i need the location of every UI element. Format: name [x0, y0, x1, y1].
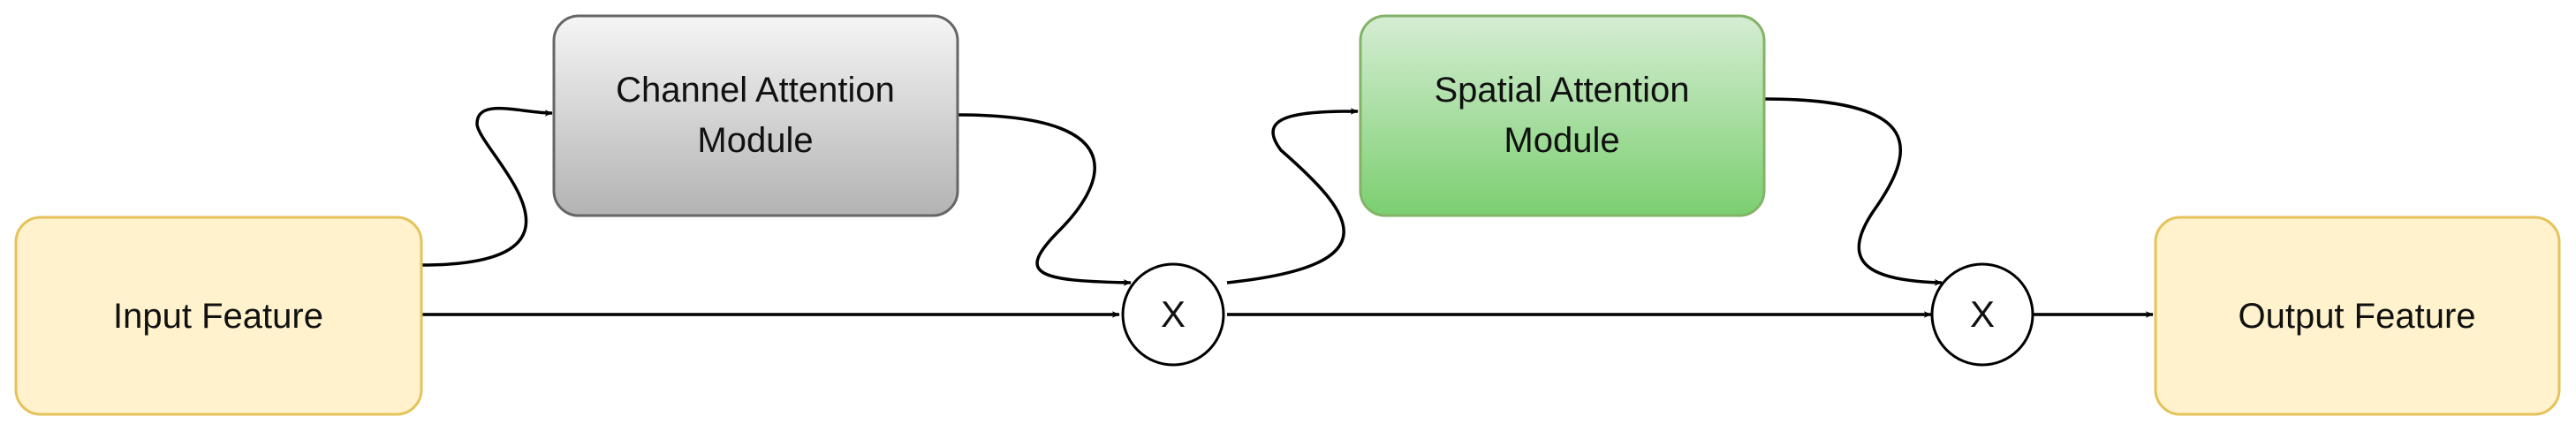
node-output-feature: Output Feature — [2154, 216, 2561, 416]
multiply-2-circle — [1930, 262, 2034, 367]
spatial-attention-label-line2: Module — [1504, 121, 1619, 160]
edge-input-to-channel-attention — [420, 106, 553, 267]
edges — [420, 97, 2154, 318]
multiply-2-label: X — [1970, 293, 1995, 335]
edge-channel-attention-to-multiply-1 — [957, 113, 1132, 286]
output-feature-label: Output Feature — [2238, 297, 2475, 336]
node-channel-attention-module: Channel Attention Module — [552, 14, 959, 217]
edge-spatial-attention-to-multiply-2 — [1763, 97, 1943, 286]
node-multiply-1: X — [1121, 262, 1225, 367]
node-input-feature: Input Feature — [14, 216, 423, 416]
edge-multiply-1-to-spatial-attention — [1226, 108, 1359, 284]
channel-attention-box — [552, 14, 959, 217]
node-spatial-attention-module: Spatial Attention Module — [1359, 14, 1766, 217]
channel-attention-label-line1: Channel Attention — [616, 71, 895, 110]
input-feature-label: Input Feature — [113, 297, 323, 336]
multiply-1-label: X — [1161, 293, 1186, 335]
input-feature-box — [14, 216, 423, 416]
node-multiply-2: X — [1930, 262, 2034, 367]
multiply-1-circle — [1121, 262, 1225, 367]
channel-attention-label-line2: Module — [697, 121, 813, 160]
output-feature-box — [2154, 216, 2561, 416]
spatial-attention-label-line1: Spatial Attention — [1434, 71, 1689, 110]
spatial-attention-box — [1359, 14, 1766, 217]
